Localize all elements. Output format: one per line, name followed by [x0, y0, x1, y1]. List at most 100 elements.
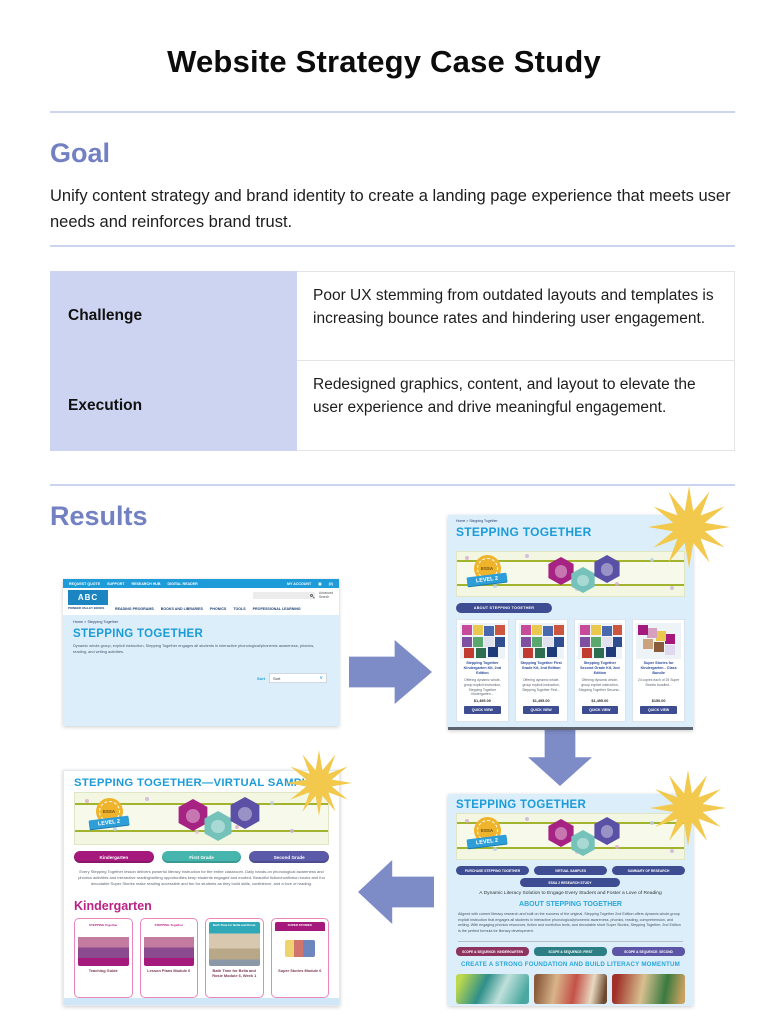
product-desc: Offering dynamic whole-group explicit in…	[463, 678, 502, 697]
product-title[interactable]: Stepping Together Second Grade Kit, 2nd …	[580, 661, 620, 675]
about-stepping-together-button[interactable]: ABOUT STEPPING TOGETHER	[456, 603, 552, 613]
link-digital-reader[interactable]: DIGITAL READER	[167, 581, 198, 586]
product-title[interactable]: Stepping Together Kindergarten Kit, 2nd …	[463, 661, 502, 675]
scope-second-button[interactable]: SCOPE & SEQUENCE: SECOND	[612, 947, 685, 956]
nav-tools[interactable]: TOOLS	[233, 607, 246, 611]
quick-view-button[interactable]: QUICK VIEW	[581, 706, 619, 714]
sample-caption[interactable]: Bath Time for Bella and Rosie Module 6, …	[212, 968, 257, 979]
second-grade-button[interactable]: Second Grade	[249, 851, 330, 863]
sample-caption[interactable]: Teaching Guide	[88, 968, 118, 973]
essa-label: ESSA	[102, 809, 116, 814]
breadcrumb[interactable]: Home > Stepping Together	[73, 620, 119, 624]
product-card[interactable]: Stepping Together Second Grade Kit, 2nd …	[573, 619, 627, 722]
kindergarten-button[interactable]: Kindergarten	[74, 851, 154, 863]
sort-dropdown[interactable]: Sort ∨	[269, 673, 327, 683]
hexagon-paw-icon	[594, 555, 620, 583]
screenshot-virtual-samples: STEPPING TOGETHER—VIRTUAL SAMPLES ESSA L…	[63, 770, 340, 1006]
curriculum-photo	[456, 974, 529, 1004]
hexagon-paw-icon	[571, 830, 595, 856]
nav-phonics[interactable]: PHONICS	[209, 607, 227, 611]
summary-research-button[interactable]: SUMMARY OF RESEARCH	[612, 866, 685, 875]
page-heading: STEPPING TOGETHER	[456, 525, 592, 539]
hexagon-paw-icon	[548, 819, 574, 847]
product-title[interactable]: Super Stories for Kindergarten - Class B…	[640, 661, 677, 675]
cover-title: STEPPING Together	[88, 923, 118, 927]
sample-card[interactable]: STEPPING Together Teaching Guide	[74, 918, 133, 998]
advanced-search-link[interactable]: Advanced Search	[319, 591, 334, 599]
link-research-hub[interactable]: RESEARCH HUB	[131, 581, 161, 586]
product-card[interactable]: Stepping Together Kindergarten Kit, 2nd …	[456, 619, 509, 722]
intro-text: Every Stepping Together lesson delivers …	[78, 869, 325, 887]
sort-row: Sort Sort ∨	[257, 673, 327, 683]
nav-books-libraries[interactable]: BOOKS AND LIBRARIES	[160, 607, 203, 611]
quick-view-button[interactable]: QUICK VIEW	[522, 706, 560, 714]
results-heading: Results	[50, 501, 148, 531]
screenshot-redesigned-listing: Home > Stepping Together STEPPING TOGETH…	[448, 515, 693, 730]
link-request-quote[interactable]: REQUEST QUOTE	[69, 581, 101, 586]
cta-button-row: PURCHASE STEPPING TOGETHER VIRTUAL SAMPL…	[456, 866, 685, 875]
virtual-samples-button[interactable]: VIRTUAL SAMPLES	[534, 866, 607, 875]
next-section-strip	[64, 998, 339, 1005]
main-nav: READING PROGRAMS BOOKS AND LIBRARIES PHO…	[115, 607, 301, 611]
hexagon-paw-icon	[571, 567, 595, 593]
sample-caption[interactable]: Super Stories Module 6	[278, 968, 322, 973]
essa-level2-badge: ESSA LEVEL 2	[88, 798, 130, 830]
first-grade-button[interactable]: First Grade	[161, 851, 242, 863]
sort-label: Sort	[257, 675, 265, 681]
cart-icon[interactable]: ▣	[318, 581, 322, 586]
hexagon-paw-icon	[548, 557, 574, 585]
hexagon-paw-icon	[204, 811, 232, 841]
brand-logo[interactable]: ABC	[68, 590, 108, 605]
brand-name: PIONEER VALLEY BOOKS	[68, 606, 105, 610]
essa-research-button[interactable]: ESSA 2 RESEARCH STUDY	[520, 878, 620, 887]
page-content: Home > Stepping Together STEPPING TOGETH…	[63, 615, 339, 726]
goal-heading: Goal	[50, 138, 111, 168]
flow-arrow-right-icon	[349, 640, 432, 704]
flow-arrow-down-icon	[528, 722, 592, 786]
sample-card[interactable]: STEPPING Together Lesson Plans Module 6	[139, 918, 198, 998]
product-card[interactable]: Super Stories for Kindergarten - Class B…	[632, 619, 685, 722]
cover-title: STEPPING Together	[154, 923, 184, 927]
divider	[50, 245, 735, 247]
sample-card[interactable]: Bath Time for Bella and Rosie Bath Time …	[205, 918, 264, 998]
classroom-photo	[534, 974, 607, 1004]
row-value-execution: Redesigned graphics, content, and layout…	[297, 361, 735, 451]
link-support[interactable]: SUPPORT	[107, 581, 125, 586]
purchase-button[interactable]: PURCHASE STEPPING TOGETHER	[456, 866, 529, 875]
row-label-challenge: Challenge	[50, 271, 297, 361]
product-price: $1,495.00	[532, 699, 550, 703]
teacher-photo	[612, 974, 685, 1004]
scope-kindergarten-button[interactable]: SCOPE & SEQUENCE: KINDERGARTEN	[456, 947, 529, 956]
row-label-execution: Execution	[50, 361, 297, 451]
sort-value: Sort	[273, 675, 281, 681]
product-image	[460, 623, 505, 659]
table-row: Challenge Poor UX stemming from outdated…	[50, 271, 735, 361]
page-title: Website Strategy Case Study	[167, 44, 601, 79]
nav-reading-programs[interactable]: READING PROGRAMS	[115, 607, 154, 611]
screenshot-redesigned-landing: STEPPING TOGETHER ESSA LEVEL 2 PURCHASE …	[448, 794, 693, 1006]
nav-professional-learning[interactable]: PROFESSIONAL LEARNING	[252, 607, 301, 611]
sample-caption[interactable]: Lesson Plans Module 6	[147, 968, 191, 973]
tagline: A Dynamic Literacy Solution to Engage Ev…	[479, 891, 662, 896]
site-header: ABC PIONEER VALLEY BOOKS READING PROGRAM…	[63, 588, 339, 615]
scope-first-button[interactable]: SCOPE & SEQUENCE: FIRST	[534, 947, 607, 956]
search-input[interactable]	[253, 592, 315, 599]
row-value-challenge: Poor UX stemming from outdated layouts a…	[297, 271, 735, 361]
classroom-photos	[456, 974, 685, 1004]
sample-card-grid: STEPPING Together Teaching Guide STEPPIN…	[74, 918, 329, 998]
quick-view-button[interactable]: QUICK VIEW	[640, 706, 677, 714]
cart-count: (0)	[328, 581, 333, 586]
page-heading: STEPPING TOGETHER—VIRTUAL SAMPLES	[74, 777, 325, 789]
product-desc: Offering dynamic whole-group explicit in…	[522, 678, 561, 692]
quick-view-button[interactable]: QUICK VIEW	[464, 706, 501, 715]
screenshot-before-site: REQUEST QUOTE SUPPORT RESEARCH HUB DIGIT…	[63, 579, 339, 726]
product-title[interactable]: Stepping Together First Grade Kit, 2nd E…	[520, 661, 562, 670]
paw-prints-decoration	[465, 819, 469, 823]
sample-card[interactable]: SUPER STORIES Super Stories Module 6	[270, 918, 329, 998]
link-my-account[interactable]: MY ACCOUNT	[287, 581, 312, 586]
product-price: $1,495.00	[473, 699, 491, 704]
product-card[interactable]: Stepping Together First Grade Kit, 2nd E…	[514, 619, 568, 722]
breadcrumb[interactable]: Home > Stepping Together	[456, 519, 498, 523]
divider	[50, 484, 735, 486]
